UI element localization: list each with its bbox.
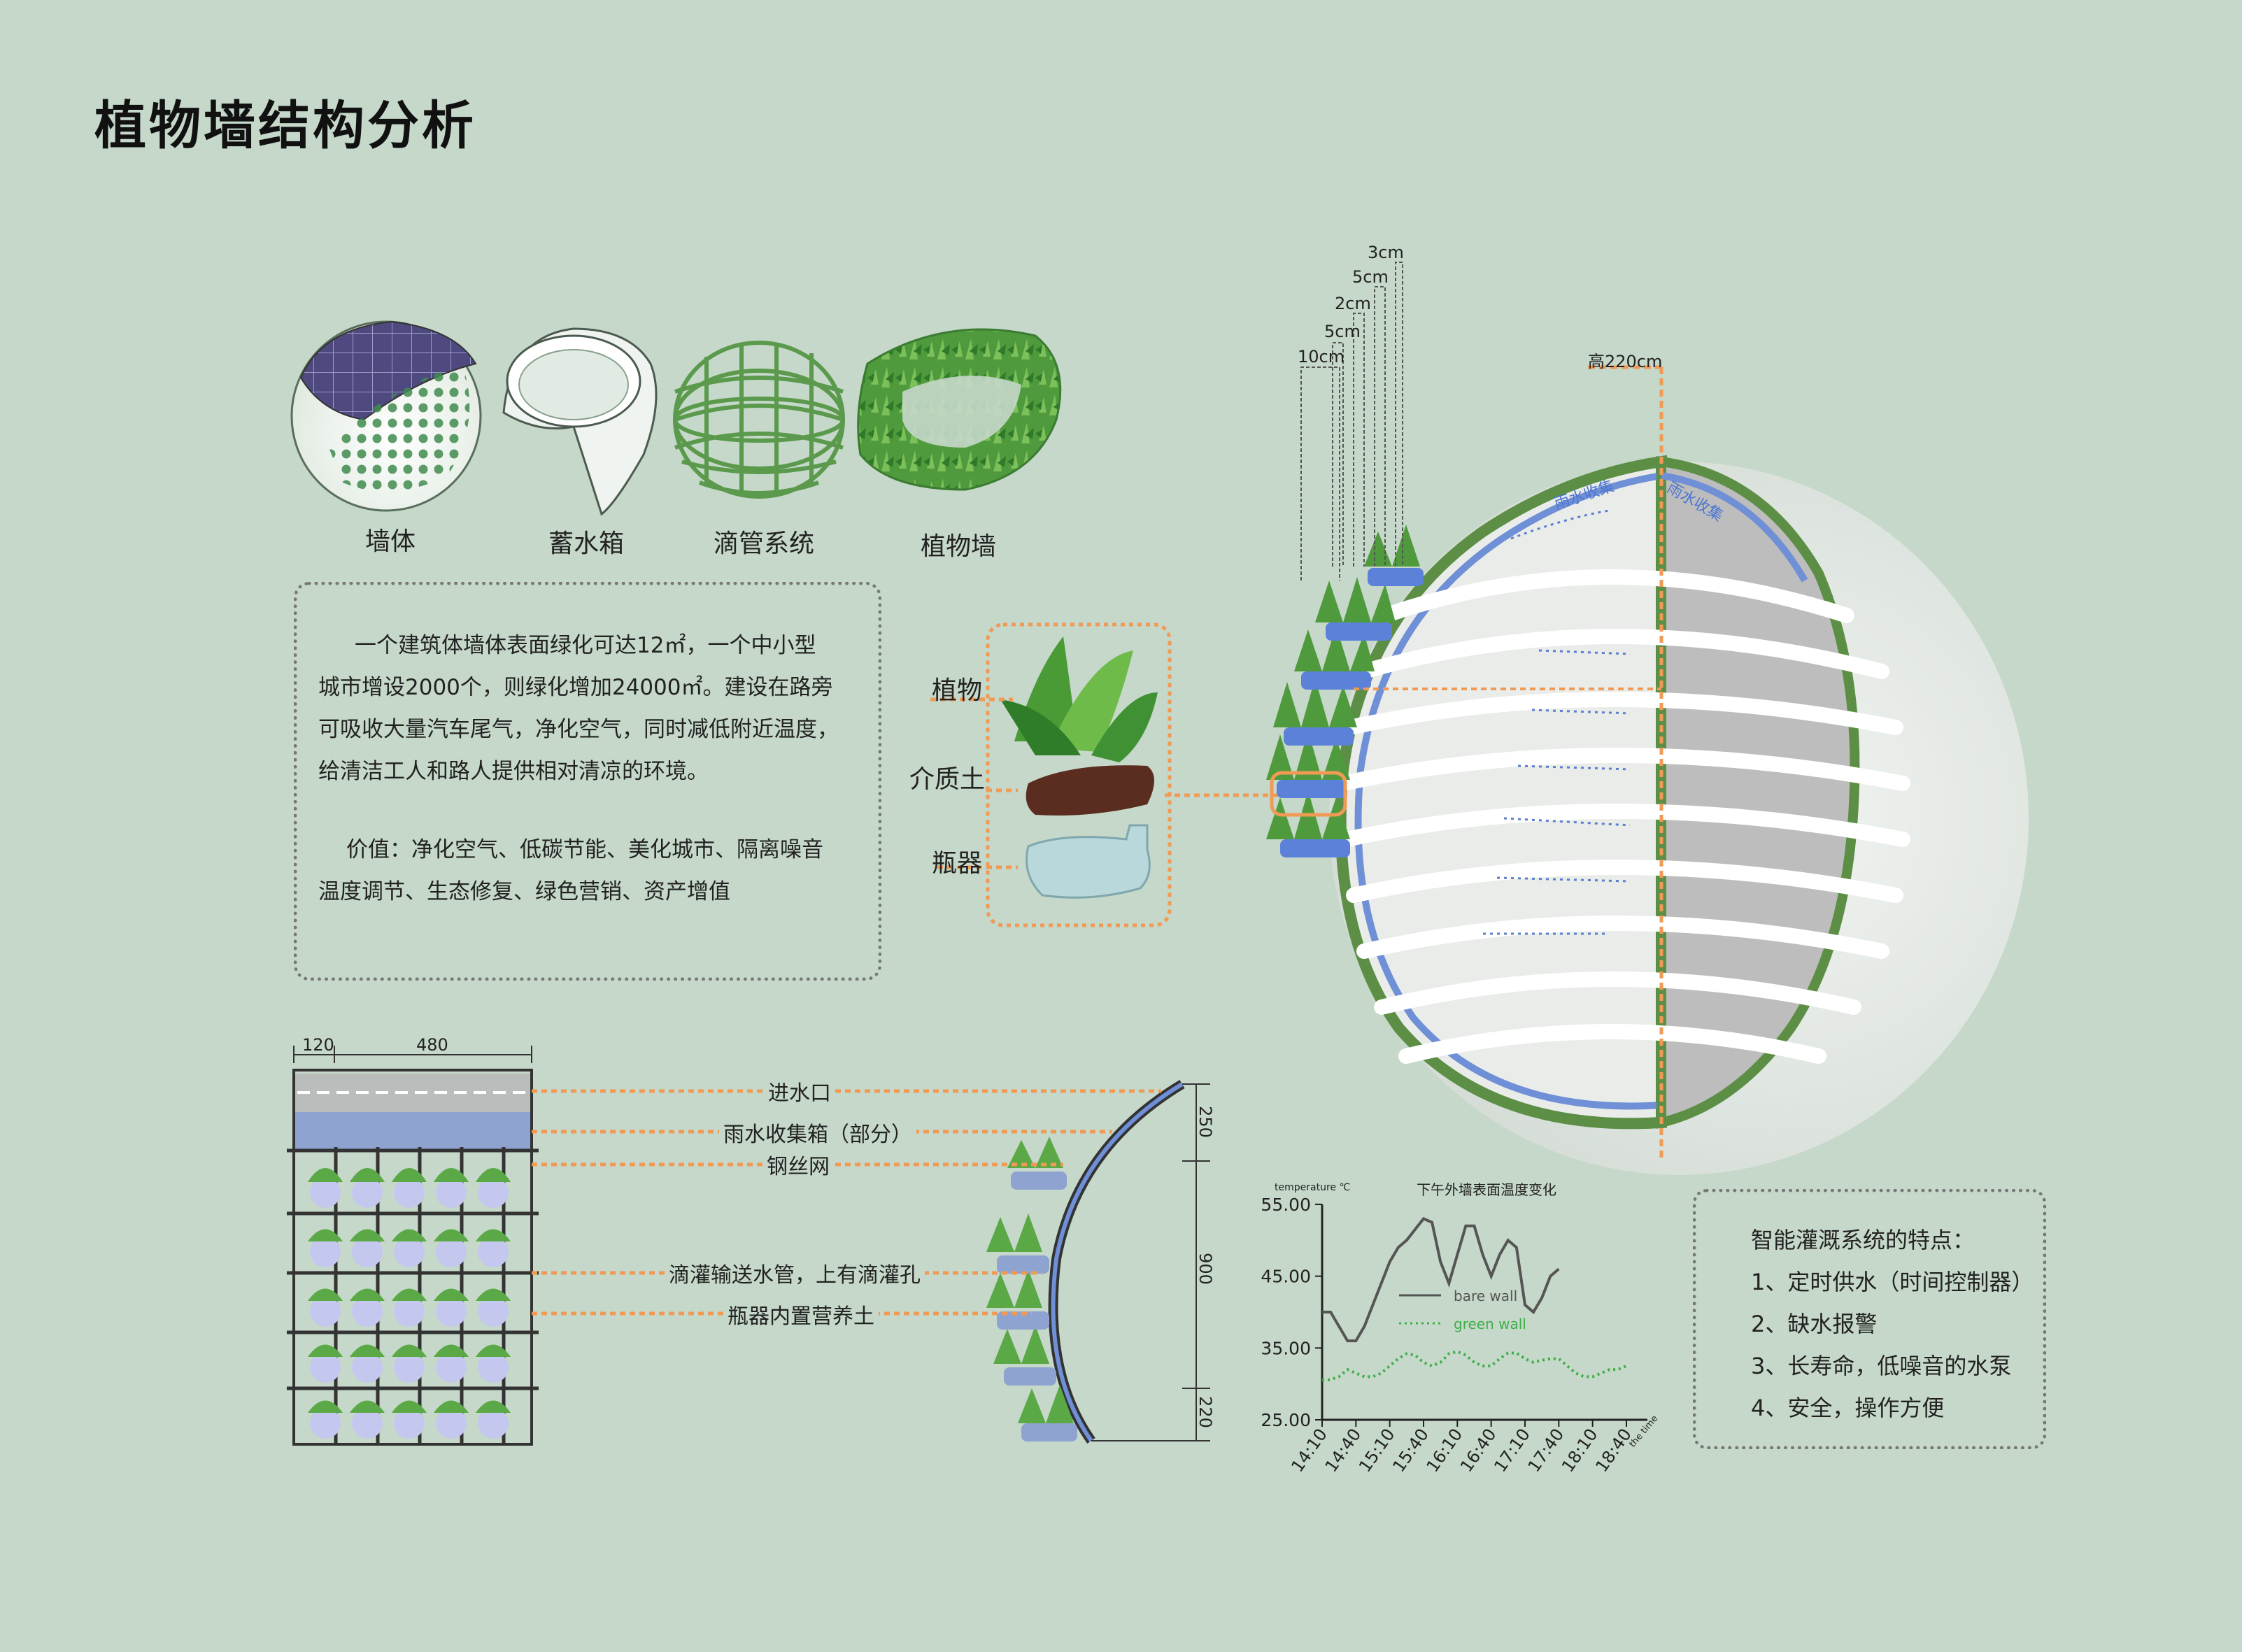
chart-x-tick-label: 15:40 — [1389, 1425, 1433, 1476]
layer-dim-label: 5cm — [1324, 322, 1361, 341]
value-line: 温度调节、生态修复、绿色营销、资产增值 — [318, 879, 730, 904]
plant-wall-figure — [857, 328, 1062, 491]
section-dim-side: 900 — [1195, 1253, 1215, 1285]
layer-label-soil: 介质土 — [909, 765, 986, 794]
layer-dim-label: 10cm — [1298, 347, 1345, 366]
value-line: 价值：净化空气、低碳节能、美化城市、隔离噪音 — [346, 837, 823, 862]
component-label-water-tank: 蓄水箱 — [548, 529, 624, 558]
chart-x-tick-label: 15:10 — [1355, 1425, 1399, 1476]
annotation-water-inlet: 进水口 — [764, 1076, 835, 1106]
sphere-structure-figure — [1266, 365, 2029, 1175]
layer-label-plant: 植物 — [932, 676, 983, 705]
chart-x-tick-label: 18:40 — [1591, 1425, 1636, 1476]
drip-pipe-figure — [673, 341, 845, 499]
component-label-plant-wall: 植物墙 — [920, 532, 996, 561]
feature-item: 4、安全，操作方便 — [1751, 1395, 1945, 1421]
section-dim-side: 220 — [1195, 1396, 1215, 1428]
feature-item: 2、缺水报警 — [1751, 1311, 1878, 1337]
component-label-drip-system: 滴管系统 — [713, 529, 814, 558]
features-title: 智能灌溉系统的特点： — [1751, 1227, 1975, 1253]
chart-legend-label: green wall — [1454, 1316, 1526, 1332]
wall-ball-figure — [290, 320, 482, 512]
bottle-icon — [1026, 824, 1151, 899]
layer-dim-label: 3cm — [1368, 243, 1404, 262]
chart-x-tick-label: 14:40 — [1321, 1425, 1365, 1476]
chart-y-label: temperature ℃ — [1275, 1182, 1350, 1193]
temperature-chart: 25.00 35.00 45.00 55.00 14:1014:4015:1015:40… — [1261, 1181, 1660, 1476]
chart-series-line-1 — [1321, 1350, 1627, 1382]
chart-x-tick-label: 18:10 — [1558, 1425, 1602, 1476]
drip-pipe-rings — [1335, 569, 1910, 1064]
features-text: 智能灌溉系统的特点： 1、定时供水（时间控制器） 2、缺水报警 3、长寿命，低噪… — [1751, 1219, 2034, 1429]
feature-item: 3、长寿命，低噪音的水泵 — [1751, 1353, 2012, 1379]
chart-x-tick-label: 14:10 — [1287, 1425, 1331, 1476]
component-label-wall: 墙体 — [364, 527, 416, 556]
annotation-bottle-soil: 瓶器内置营养土 — [723, 1299, 879, 1330]
chart-y-tick-label: 55.00 — [1261, 1195, 1311, 1215]
chart-y-tick-label: 45.00 — [1261, 1267, 1311, 1287]
section-dim-top: 120 — [302, 1035, 334, 1055]
annotation-rain-tank: 雨水收集箱（部分） — [719, 1117, 916, 1148]
section-dim-side: 250 — [1195, 1106, 1215, 1138]
chart-x-tick-label: 17:10 — [1490, 1425, 1534, 1476]
section-dim-top: 480 — [416, 1035, 448, 1055]
description-line: 给清洁工人和路人提供相对清凉的环境。 — [318, 759, 709, 784]
soil-icon — [1026, 765, 1154, 816]
chart-legend-label: bare wall — [1454, 1288, 1517, 1304]
layer-dim-label: 5cm — [1352, 267, 1389, 287]
annotation-wire-mesh: 钢丝网 — [762, 1149, 834, 1180]
layer-label-bottle: 瓶器 — [932, 849, 983, 878]
layer-dimension-brackets — [1300, 262, 1403, 581]
height-label: 高220cm — [1588, 352, 1663, 371]
chart-x-tick-label: 17:40 — [1524, 1425, 1568, 1476]
water-tank-figure — [502, 327, 658, 516]
description-box: 一个建筑体墙体表面绿化可达12㎡，一个中小型 城市增设2000个，则绿化增加24… — [294, 582, 881, 981]
feature-item: 1、定时供水（时间控制器） — [1751, 1269, 2034, 1295]
chart-title: 下午外墙表面温度变化 — [1417, 1181, 1556, 1198]
description-line: 一个建筑体墙体表面绿化可达12㎡，一个中小型 — [355, 633, 816, 658]
plant-modules — [1266, 525, 1424, 857]
plant-icon — [1000, 636, 1158, 762]
section-front-figure — [287, 1046, 539, 1446]
annotation-drip-pipe: 滴灌输送水管，上有滴灌孔 — [665, 1258, 925, 1288]
chart-y-tick-label: 35.00 — [1261, 1338, 1311, 1358]
chart-y-tick-label: 25.00 — [1261, 1410, 1311, 1430]
layer-dim-label: 2cm — [1335, 294, 1371, 313]
description-line: 可吸收大量汽车尾气，净化空气，同时减低附近温度， — [318, 717, 839, 742]
chart-x-tick-label: 16:10 — [1423, 1425, 1467, 1476]
description-text: 一个建筑体墙体表面绿化可达12㎡，一个中小型 城市增设2000个，则绿化增加24… — [318, 625, 864, 913]
unit-detail-figure — [930, 622, 1280, 927]
section-side-figure — [986, 1079, 1210, 1444]
features-box: 智能灌溉系统的特点： 1、定时供水（时间控制器） 2、缺水报警 3、长寿命，低噪… — [1693, 1189, 2046, 1449]
chart-series-line-0 — [1322, 1217, 1560, 1343]
page-title: 植物墙结构分析 — [94, 96, 476, 156]
chart-x-tick-label: 16:40 — [1456, 1425, 1500, 1476]
water-flow-arrows — [1483, 509, 1631, 935]
description-line: 城市增设2000个，则绿化增加24000㎡。建设在路旁 — [318, 675, 833, 700]
